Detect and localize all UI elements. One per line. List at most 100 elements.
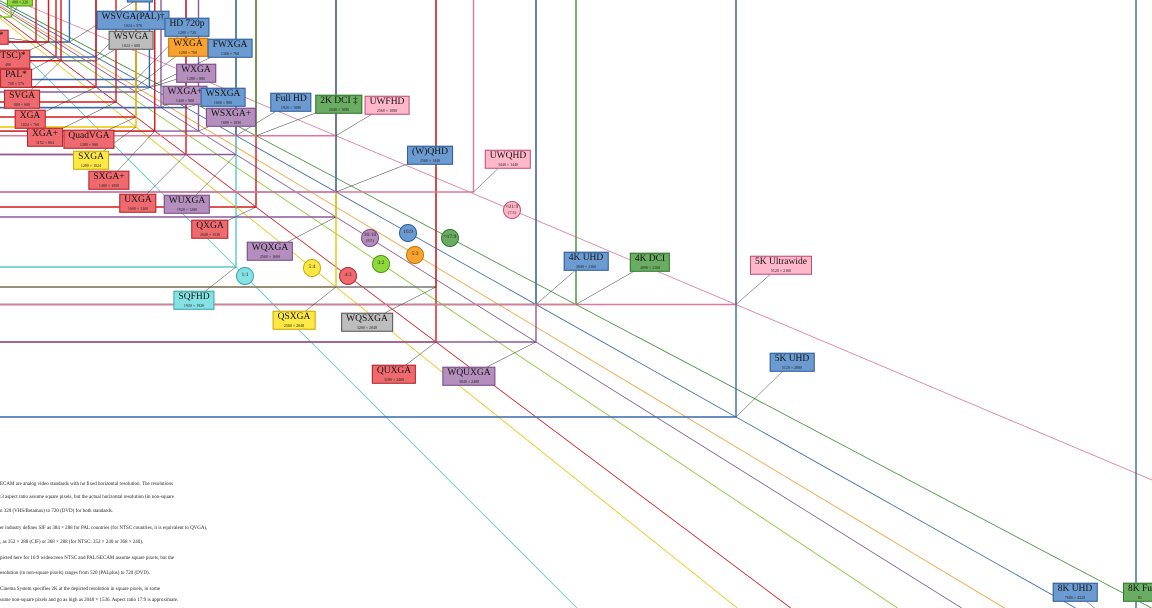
standard-name: 2K DCI ‡ <box>320 95 358 106</box>
standard-label: PAL*768 × 576 <box>0 68 32 88</box>
aspect-diagonal <box>0 4 1005 608</box>
standard-label: 480 × 320 <box>6 0 34 7</box>
standard-name: WXGA+ <box>167 86 203 97</box>
standard-resolution: 2560 × 1080 <box>376 107 398 113</box>
standard-label: 854 × 480 <box>126 0 154 3</box>
aspect-ratio-badge: ≈21:9(7:3) <box>503 201 521 219</box>
standard-label: * <box>0 29 9 45</box>
standard-name: WSVGA <box>113 31 149 42</box>
standard-name: 4K DCI <box>634 253 666 264</box>
standard-resolution: 3840 × 2160 <box>575 263 597 269</box>
standard-name: WXGA <box>181 64 211 75</box>
standard-resolution: 3200 × 2400 <box>383 376 405 382</box>
standard-name: WQUXGA <box>447 367 491 378</box>
aspect-ratio-label: 1:1 <box>241 272 249 279</box>
standard-resolution: 1024 × 576 <box>123 22 143 28</box>
aspect-diagonal <box>0 6 962 608</box>
standard-name: (W)QHD <box>412 146 448 157</box>
standard-name: UXGA <box>124 194 152 205</box>
standard-resolution: 2048 × 1080 <box>328 106 350 112</box>
standard-name: WQSXGA <box>346 313 388 324</box>
standard-name: WXGA <box>173 38 203 49</box>
footnote-line: picted here for 16:9 widescreen NTSC and… <box>0 556 175 561</box>
standard-name: SXGA <box>78 151 104 162</box>
standard-resolution: 1024 × 600 <box>121 42 141 48</box>
standard-name: PAL* <box>5 69 27 80</box>
aspect-ratio-label: 5:4 <box>308 264 316 271</box>
standard-name: Full HD <box>275 93 307 104</box>
standard-name: WUXGA <box>168 195 206 206</box>
standard-resolution: 768 × 576 <box>7 80 25 86</box>
standard-resolution: 1600 × 1200 <box>127 205 149 211</box>
standard-label: SXGA+1400 × 1050 <box>88 170 130 190</box>
standard-label: XGA+1152 × 864 <box>27 127 63 147</box>
standard-resolution: 7680 × 4320 <box>1064 594 1086 600</box>
aspect-diagonal <box>0 2 1076 608</box>
standard-name: HD 720p <box>169 18 205 29</box>
standard-resolution: 1440 × 900 <box>175 97 195 103</box>
standard-resolution: 2560 × 1600 <box>259 253 281 259</box>
standard-resolution: 1280 × 720 <box>177 29 197 35</box>
standard-resolution: 854 × 480 <box>132 0 148 1</box>
standard-resolution: 480 × 320 <box>11 0 29 5</box>
standard-name: QuadVGA <box>68 130 110 141</box>
standard-resolution: 1024 × 768 <box>20 121 40 127</box>
aspect-ratio-sublabel: (7:3) <box>508 209 516 215</box>
aspect-ratio-badge: 3:2 <box>372 255 390 273</box>
standard-label: WSVGA(PAL)†1024 × 576 <box>96 10 170 30</box>
aspect-ratio-label: 16:9 <box>403 229 413 236</box>
standard-name: XGA <box>19 110 41 121</box>
footnote-line: , as 352 × 288 (CIF) or 368 × 288 (for N… <box>0 540 144 545</box>
aspect-ratio-label: ≈21:9 <box>505 204 519 211</box>
standard-name: FWXGA <box>212 39 248 50</box>
standard-name: WSXGA <box>205 88 241 99</box>
standard-name: (NTSC)* <box>0 50 26 61</box>
standard-name: QSXGA <box>277 311 311 322</box>
aspect-ratio-badge: 5:3 <box>406 246 424 264</box>
aspect-diagonal <box>13 0 1152 481</box>
aspect-ratio-badge: ≈17:9 <box>441 229 459 247</box>
standard-resolution: 3440 × 1440 <box>497 161 519 167</box>
footnote-line: sume non-square pixels and go as high as… <box>0 598 179 603</box>
footnote-line: :3 aspect ratio assume square pixels, bu… <box>0 495 174 500</box>
standard-resolution: 1680 × 1050 <box>220 119 242 125</box>
standard-name: * <box>0 31 3 42</box>
standard-resolution: 4096 × 2160 <box>639 264 661 270</box>
standard-resolution: 1280 × 1024 <box>80 162 102 168</box>
standard-name: SVGA <box>9 90 35 101</box>
standard-name: 8K UHD <box>1057 583 1093 594</box>
standard-label: WSXGA+1680 × 1050 <box>205 107 257 127</box>
standard-resolution: 5120 × 2880 <box>781 364 803 370</box>
footnote-line: ECAM are analog video standards with no … <box>0 482 173 487</box>
aspect-ratio-label: 5:3 <box>411 251 419 258</box>
standard-name: WQXGA <box>251 242 289 253</box>
standard-name: UWQHD <box>489 150 527 161</box>
standard-resolution: 1152 × 864 <box>35 139 55 145</box>
standard-name: SXGA+ <box>93 171 125 182</box>
aspect-ratio-label: 16:10 <box>363 232 377 239</box>
footnote-line: er industry defines SIF as 384 × 288 for… <box>0 526 208 531</box>
standard-resolution: 1400 × 1050 <box>98 182 120 188</box>
